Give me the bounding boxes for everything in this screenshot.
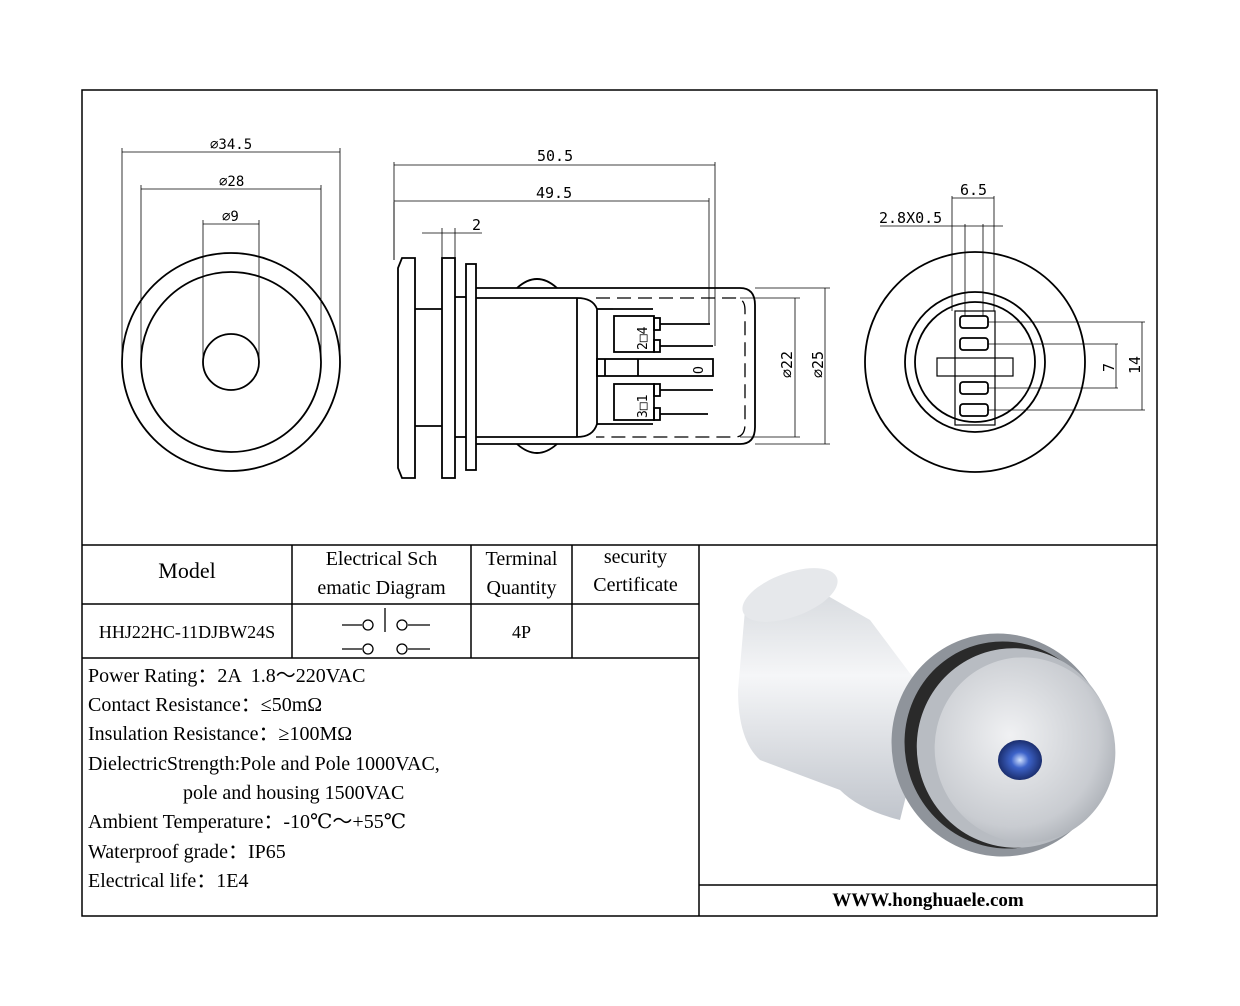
side-view: [393, 162, 830, 479]
header-schematic-line2: ematic Diagram: [317, 577, 446, 599]
front-view: [121, 148, 341, 472]
header-terminal-line2: Quantity: [486, 577, 557, 599]
spec-dielectric-strength: DielectricStrength:Pole and Pole 1000VAC…: [88, 753, 440, 775]
dim-mid-diameter: ⌀28: [219, 174, 244, 190]
terminal-quantity: 4P: [511, 622, 531, 642]
header-security-line1: security: [603, 546, 668, 568]
spec-waterproof-grade: Waterproof grade：IP65: [88, 841, 286, 863]
rear-view: [864, 196, 1145, 473]
terminal-label-0: O: [692, 366, 707, 374]
dim-outer-diameter: ⌀34.5: [210, 137, 252, 153]
spec-contact-resistance: Contact Resistance：≤50mΩ: [88, 694, 323, 716]
dim-terminal-size: 2.8X0.5: [879, 209, 942, 227]
outer-frame: [81, 89, 1158, 917]
spec-dielectric-strength-2: pole and housing 1500VAC: [88, 782, 405, 804]
dim-flange: 2: [472, 216, 481, 234]
dim-pitch-14: 14: [1126, 356, 1144, 374]
model-number: HHJ22HC-11DJBW24S: [98, 622, 276, 642]
dim-terminal-width: 6.5: [960, 181, 987, 199]
dim-d22: ⌀22: [778, 351, 796, 378]
spec-electrical-life: Electrical life：1E4: [88, 870, 249, 892]
header-security-line2: Certificate: [593, 574, 678, 596]
dim-body-length: 49.5: [536, 184, 572, 202]
header-terminal-line1: Terminal: [485, 548, 558, 570]
dim-pitch-7: 7: [1100, 363, 1118, 372]
header-schematic-line1: Electrical Sch: [325, 548, 438, 570]
header-model: Model: [158, 558, 216, 583]
dim-d25: ⌀25: [809, 351, 827, 378]
dim-total-length: 50.5: [537, 147, 573, 165]
website-link[interactable]: WWW.honghuaele.com: [832, 890, 1024, 911]
product-photo: [738, 568, 1116, 857]
terminal-label-31: 3□1: [636, 395, 651, 418]
schematic-symbol: [342, 608, 430, 655]
spec-ambient-temperature: Ambient Temperature：-10℃～+55℃: [88, 811, 407, 833]
dim-inner-diameter: ⌀9: [222, 209, 239, 225]
terminal-label-24: 2□4: [636, 326, 651, 350]
spec-power-rating: Power Rating：2A 1.8～220VAC: [88, 665, 366, 687]
spec-insulation-resistance: Insulation Resistance：≥100MΩ: [88, 723, 353, 745]
